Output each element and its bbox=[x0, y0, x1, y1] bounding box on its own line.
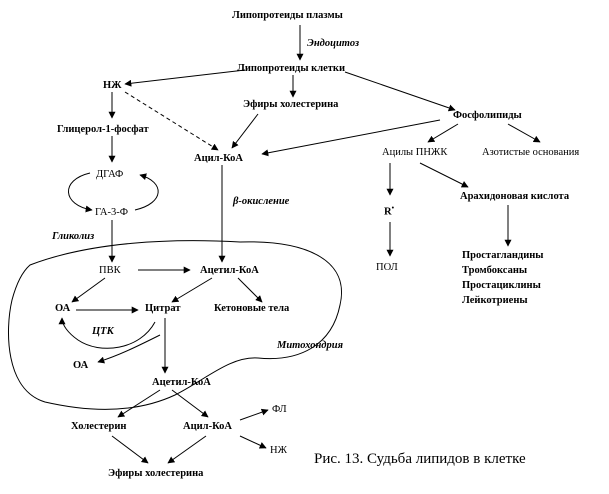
node-fl: ФЛ bbox=[272, 404, 287, 415]
arrow-esters-to-acylcoa bbox=[231, 113, 259, 149]
node-citrate: Цитрат bbox=[145, 303, 181, 314]
node-ketone-bodies: Кетоновые тела bbox=[214, 303, 290, 314]
node-r-radical: R• bbox=[384, 204, 395, 218]
arrow-citrate-to-oa-exit bbox=[97, 334, 161, 364]
node-oa-left: ОА bbox=[55, 303, 71, 314]
arrow-cell-to-phospholipids bbox=[344, 71, 456, 112]
node-leukotrienes: Лейкотриены bbox=[462, 295, 528, 306]
node-thromboxanes: Тромбоксаны bbox=[462, 265, 528, 276]
node-nzh-bottom: НЖ bbox=[270, 445, 287, 456]
node-prostacyclins: Простациклины bbox=[462, 280, 541, 291]
arrow-dgaf-to-ga3f bbox=[68, 172, 93, 213]
arrow-acetylcoa-to-ketones bbox=[237, 277, 263, 303]
arrow-pvk-to-oa bbox=[71, 277, 106, 303]
arrow-phospholipids-to-acylcoa bbox=[261, 119, 441, 157]
mitochondrion-outline bbox=[8, 240, 342, 410]
node-dgaf: ДГАФ bbox=[96, 169, 124, 180]
label-endocytosis: Эндоцитоз bbox=[307, 38, 360, 49]
node-glycerol-1-phosphate: Глицерол-1-фосфат bbox=[57, 124, 149, 135]
arrow-nzh-to-acylcoa bbox=[124, 91, 219, 151]
arrow-phospholipids-to-bases bbox=[507, 123, 541, 143]
arrow-acetylcoa-to-citrate bbox=[171, 277, 213, 303]
arrow-cell-to-nzh bbox=[124, 69, 246, 87]
figure-caption: Рис. 13. Судьба липидов в клетке bbox=[314, 451, 526, 467]
node-cholesterol: Холестерин bbox=[71, 421, 127, 432]
node-acyl-coa-bottom: Ацил-КоА bbox=[183, 421, 232, 432]
node-cholesterol-esters-bottom: Эфиры холестерина bbox=[108, 468, 204, 479]
node-acetyl-coa-mito: Ацетил-КоА bbox=[200, 265, 259, 276]
node-lp-cell: Липопротеиды клетки bbox=[237, 63, 346, 74]
node-nzh-top: НЖ bbox=[103, 80, 122, 91]
label-glycolysis: Гликолиз bbox=[52, 231, 95, 242]
node-prostaglandins: Простагландины bbox=[462, 250, 544, 261]
node-nitrogen-bases: Азотистые основания bbox=[482, 147, 580, 158]
label-mitochondrion: Митохондрия bbox=[277, 340, 344, 351]
node-ga-3-f: ГА-3-Ф bbox=[95, 207, 129, 218]
node-lp-plasma: Липопротеиды плазмы bbox=[232, 10, 343, 21]
arrow-ga3f-to-dgaf bbox=[134, 173, 159, 211]
node-acyl-coa-mid: Ацил-КоА bbox=[194, 153, 243, 164]
arrow-acylcoa-to-fl bbox=[239, 408, 269, 421]
node-pol: ПОЛ bbox=[376, 262, 398, 273]
node-acyls-pnzhk: Ацилы ПНЖК bbox=[382, 147, 448, 158]
arrow-phospholipids-to-acyls bbox=[427, 123, 459, 143]
arrow-cholesterol-to-esters bbox=[111, 435, 149, 464]
node-pvk: ПВК bbox=[99, 265, 121, 276]
arrow-acetylcoa-to-cholesterol bbox=[117, 389, 161, 418]
node-phospholipids: Фосфолипиды bbox=[453, 110, 522, 121]
node-oa-bottom: ОА bbox=[73, 360, 89, 371]
label-tca: ЦТК bbox=[92, 326, 114, 337]
node-acetyl-coa-cyto: Ацетил-КоА bbox=[152, 377, 211, 388]
arrow-citrate-to-oa-cycle bbox=[58, 317, 156, 349]
node-cholesterol-esters-top: Эфиры холестерина bbox=[243, 99, 339, 110]
arrow-acetylcoa-to-acylcoa bbox=[171, 389, 209, 418]
arrow-acyls-to-arachidonic bbox=[419, 162, 469, 188]
node-arachidonic-acid: Арахидоновая кислота bbox=[460, 191, 570, 202]
arrow-acylcoa-to-esters bbox=[167, 435, 207, 464]
label-beta-oxidation: β-окисление bbox=[233, 196, 290, 207]
arrow-acylcoa-to-nzh bbox=[239, 435, 267, 449]
